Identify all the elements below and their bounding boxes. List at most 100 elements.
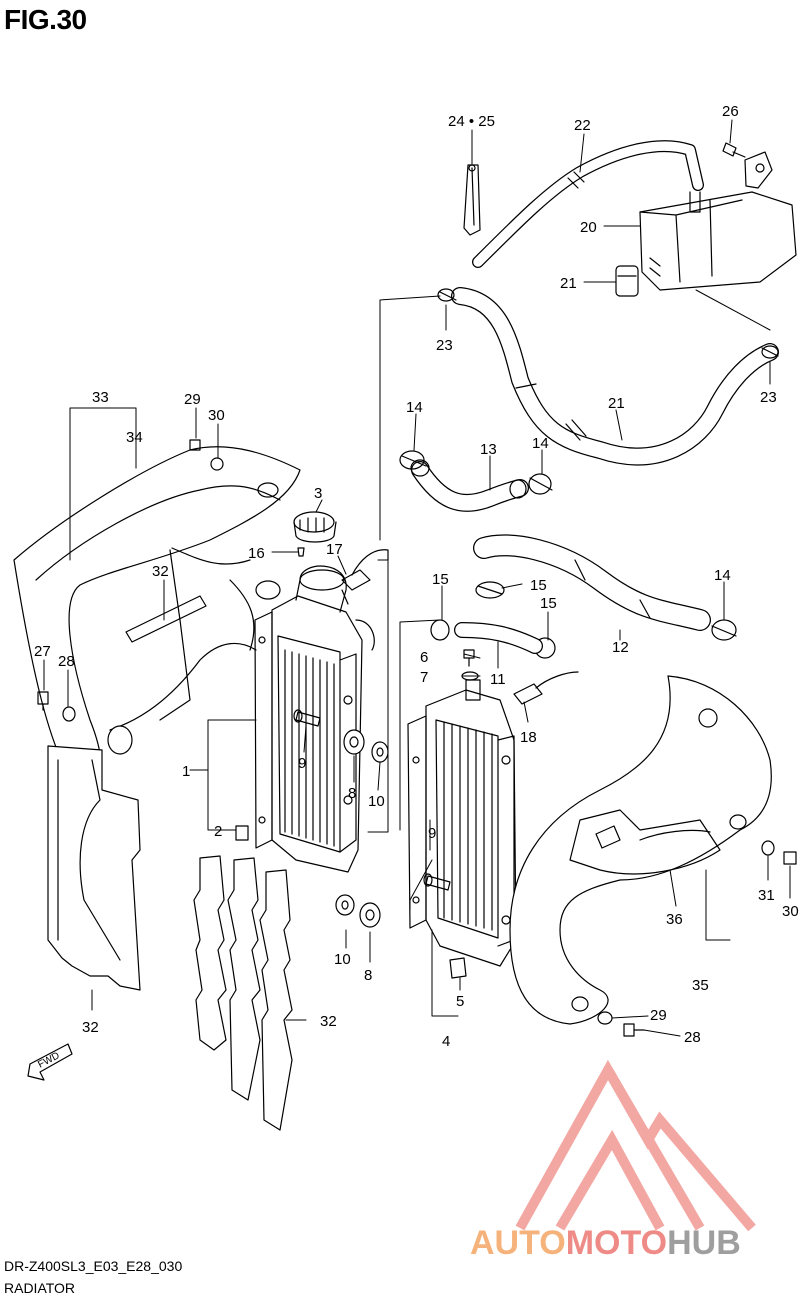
callout-26: 26 bbox=[722, 103, 739, 120]
callout-15-a: 15 bbox=[432, 571, 449, 588]
callout-2: 2 bbox=[214, 823, 222, 840]
callout-8-left: 8 bbox=[348, 785, 356, 802]
clamp-15-b bbox=[430, 619, 450, 641]
section-name: RADIATOR bbox=[4, 1280, 76, 1296]
callout-34: 34 bbox=[126, 429, 143, 446]
callout-19: 20 bbox=[580, 219, 597, 236]
hose-21 bbox=[451, 287, 779, 466]
watermark-auto: AUTO bbox=[470, 1224, 566, 1262]
callout-1: 1 bbox=[182, 763, 190, 780]
callout-11: 11 bbox=[490, 671, 506, 688]
callout-21: 21 bbox=[608, 395, 625, 412]
callout-7: 7 bbox=[420, 669, 428, 686]
callout-31: 32 bbox=[152, 563, 169, 580]
callout-28-right: 29 bbox=[650, 1007, 667, 1024]
callout-15-b: 15 bbox=[530, 577, 547, 594]
grommet-8-right bbox=[359, 902, 381, 928]
thermo-switch-17 bbox=[341, 549, 389, 605]
callout-35: 35 bbox=[692, 977, 709, 994]
collar-10-right bbox=[335, 894, 355, 916]
callout-29-top: 29 bbox=[184, 391, 201, 408]
bolt-26 bbox=[722, 142, 746, 158]
callout-27-right: 28 bbox=[684, 1029, 701, 1046]
callout-18: 18 bbox=[520, 729, 537, 746]
callout-30-right: 31 bbox=[758, 887, 775, 904]
bolt-9-left bbox=[293, 709, 321, 727]
hose-11 bbox=[454, 622, 543, 654]
hose-13 bbox=[410, 459, 529, 512]
radiator-cap-3 bbox=[293, 511, 337, 543]
callout-23-lower: 23 bbox=[760, 389, 777, 406]
callout-3: 3 bbox=[314, 485, 322, 502]
callout-10-right: 10 bbox=[334, 951, 351, 968]
callout-9-right: 9 bbox=[428, 825, 436, 842]
clamp-15-a bbox=[475, 581, 505, 599]
callout-labels: 24 • 25 22 26 20 21 23 23 21 14 13 14 3 … bbox=[34, 103, 799, 1050]
tape-31 bbox=[125, 595, 207, 643]
callout-23-upper: 23 bbox=[436, 337, 453, 354]
callout-36: 36 bbox=[666, 911, 683, 928]
radiator-left bbox=[254, 565, 375, 873]
callout-29-right: 30 bbox=[782, 903, 799, 920]
callout-12: 12 bbox=[612, 639, 629, 656]
screw-16 bbox=[297, 547, 305, 557]
callout-28-left: 28 bbox=[58, 653, 75, 670]
radiator-right bbox=[407, 679, 517, 967]
callout-32-left: 32 bbox=[82, 1019, 99, 1036]
grommet-8-left bbox=[343, 729, 365, 755]
callout-13: 13 bbox=[480, 441, 497, 458]
washer-30-right bbox=[761, 840, 775, 856]
callout-4: 4 bbox=[442, 1033, 450, 1050]
washer-30-top bbox=[210, 457, 224, 471]
bolt-27-right bbox=[623, 1023, 645, 1037]
callout-9-left: 9 bbox=[298, 755, 306, 772]
bolt-27-left bbox=[37, 691, 49, 711]
callout-15-c: 15 bbox=[540, 595, 557, 612]
thermo-switch-18 bbox=[513, 671, 579, 705]
callout-33: 33 bbox=[92, 389, 109, 406]
callout-20: 21 bbox=[560, 275, 577, 292]
callout-24-25: 24 • 25 bbox=[448, 113, 495, 130]
callout-22: 22 bbox=[574, 117, 591, 134]
reservoir-tank bbox=[639, 151, 797, 291]
clip-5 bbox=[449, 957, 467, 979]
callout-14-a: 14 bbox=[406, 399, 423, 416]
callout-30-top: 30 bbox=[208, 407, 225, 424]
callout-10-left: 10 bbox=[368, 793, 385, 810]
callout-17: 17 bbox=[326, 541, 343, 558]
bolt-6 bbox=[463, 649, 475, 667]
washer-28-right bbox=[597, 1011, 613, 1025]
guard-32-left bbox=[47, 745, 141, 991]
guard-32-center bbox=[193, 855, 293, 1131]
watermark-moto: MOTO bbox=[565, 1224, 668, 1262]
clip-2 bbox=[235, 825, 249, 841]
clamp-14-b bbox=[528, 473, 553, 495]
clamp-14-a bbox=[399, 450, 427, 470]
callout-27-left: 27 bbox=[34, 643, 51, 660]
watermark-wordmark: AUTOMOTOHUB bbox=[470, 1224, 741, 1263]
collar-10-left bbox=[371, 741, 389, 763]
bolt-9-right bbox=[423, 873, 451, 891]
callout-16: 16 bbox=[248, 545, 265, 562]
clamp-23-upper bbox=[437, 288, 457, 302]
clamp-14-c bbox=[711, 619, 737, 641]
washer-28-left bbox=[62, 706, 76, 722]
clamp-23-lower bbox=[761, 345, 779, 359]
callout-8-right: 8 bbox=[364, 967, 372, 984]
bolt-29-right bbox=[783, 851, 797, 865]
callout-32-center: 32 bbox=[320, 1013, 337, 1030]
watermark-hub: HUB bbox=[667, 1224, 741, 1262]
bracket-24-25 bbox=[463, 164, 481, 236]
callout-6: 6 bbox=[420, 649, 428, 666]
callout-14-b: 14 bbox=[532, 435, 549, 452]
callout-5: 5 bbox=[456, 993, 464, 1010]
model-code: DR-Z400SL3_E03_E28_030 bbox=[4, 1258, 183, 1274]
fwd-arrow-icon bbox=[27, 1043, 73, 1081]
figure-title: FIG.30 bbox=[4, 4, 87, 35]
shroud-right bbox=[509, 675, 772, 1025]
bolt-29-top bbox=[189, 439, 201, 451]
hose-12 bbox=[473, 534, 711, 631]
leader-lines bbox=[43, 119, 791, 1037]
callout-14-c: 14 bbox=[714, 567, 731, 584]
